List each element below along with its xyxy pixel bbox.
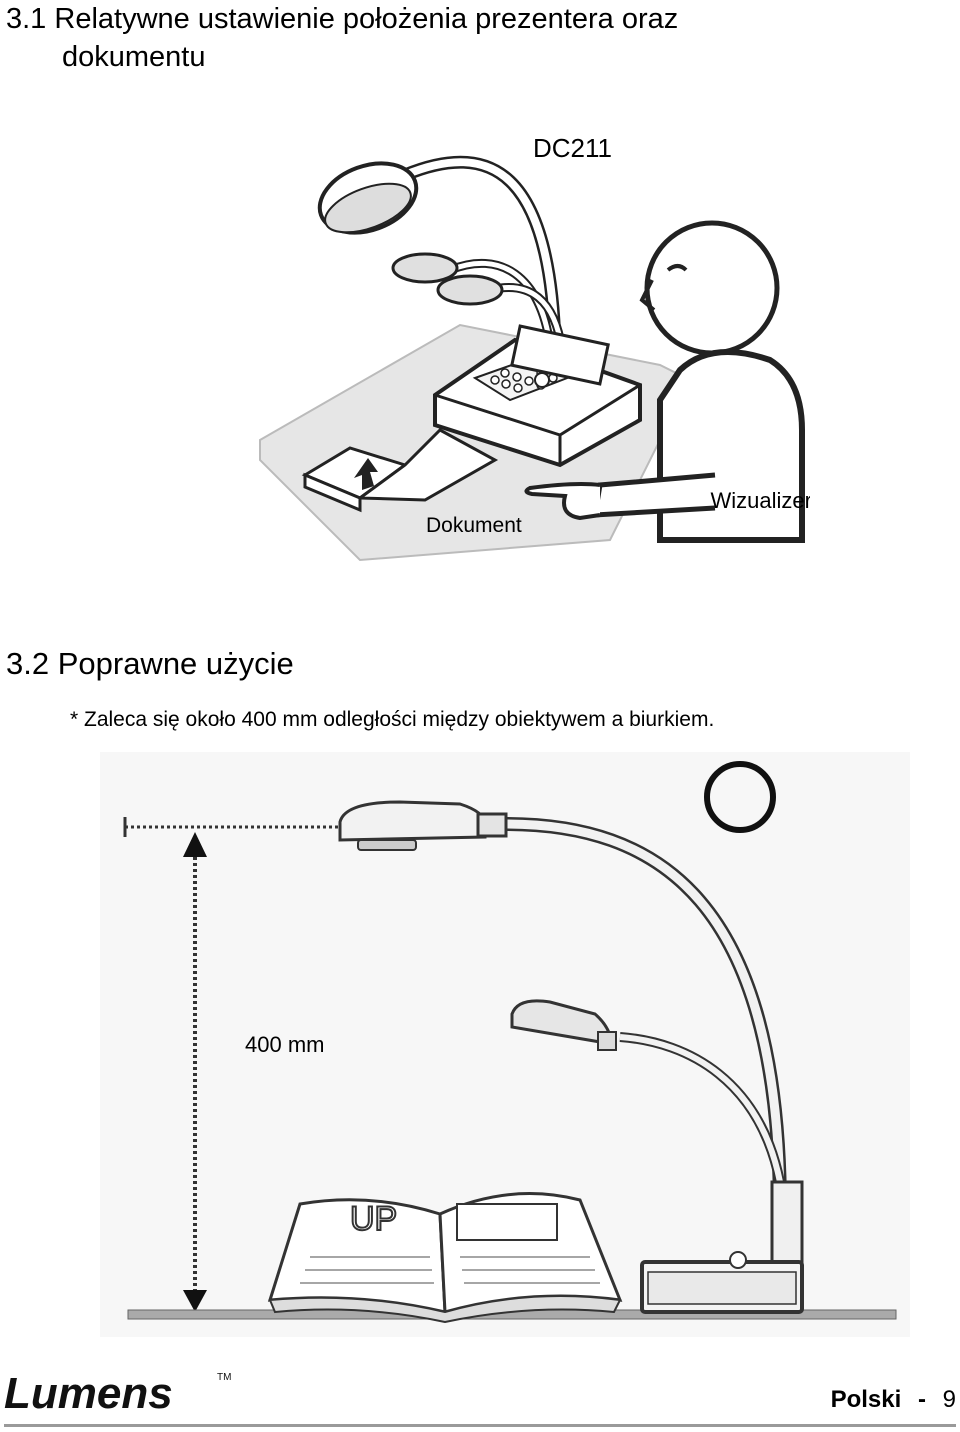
arrow-down-icon xyxy=(183,1290,207,1312)
footer-divider xyxy=(4,1424,956,1427)
distance-label: 400 mm xyxy=(245,1032,324,1057)
section-2-title: 3.2 Poprawne użycie xyxy=(6,646,294,681)
label-model: DC211 xyxy=(533,133,612,163)
distance-illustration: UP 400 mm xyxy=(100,752,910,1337)
person-illustration xyxy=(524,220,805,543)
label-presenter: Wizualizer xyxy=(711,488,810,513)
section-1-title: 3.1 Relatywne ustawienie położenia preze… xyxy=(6,0,906,76)
positioning-illustration: DC211 Dokument Wizualizer xyxy=(259,133,810,562)
footer-page-number: 9 xyxy=(942,1386,956,1413)
lumens-logo: Lumens TM xyxy=(4,1369,231,1416)
lumens-logo-tm: TM xyxy=(217,1372,231,1383)
lumens-logo-text: Lumens xyxy=(4,1369,173,1416)
footer-language: Polski xyxy=(830,1386,902,1413)
arrow-up-icon xyxy=(183,832,207,857)
document-book xyxy=(301,428,499,513)
usage-note: * Zaleca się około 400 mm odległości mię… xyxy=(70,708,715,731)
section-1-title-line-1: 3.1 Relatywne ustawienie położenia preze… xyxy=(6,3,679,35)
document-book: UP xyxy=(267,1192,623,1324)
footer-separator: - xyxy=(917,1386,926,1413)
book-up-label: UP xyxy=(350,1200,397,1238)
arrow-up-icon xyxy=(354,458,378,490)
camera-head-icon xyxy=(338,800,487,842)
label-document: Dokument xyxy=(426,514,522,537)
correct-circle-icon xyxy=(704,761,776,833)
section-1-title-line-2: dokumentu xyxy=(62,41,206,73)
footer-page-info: Polski - 9 xyxy=(831,1386,956,1414)
